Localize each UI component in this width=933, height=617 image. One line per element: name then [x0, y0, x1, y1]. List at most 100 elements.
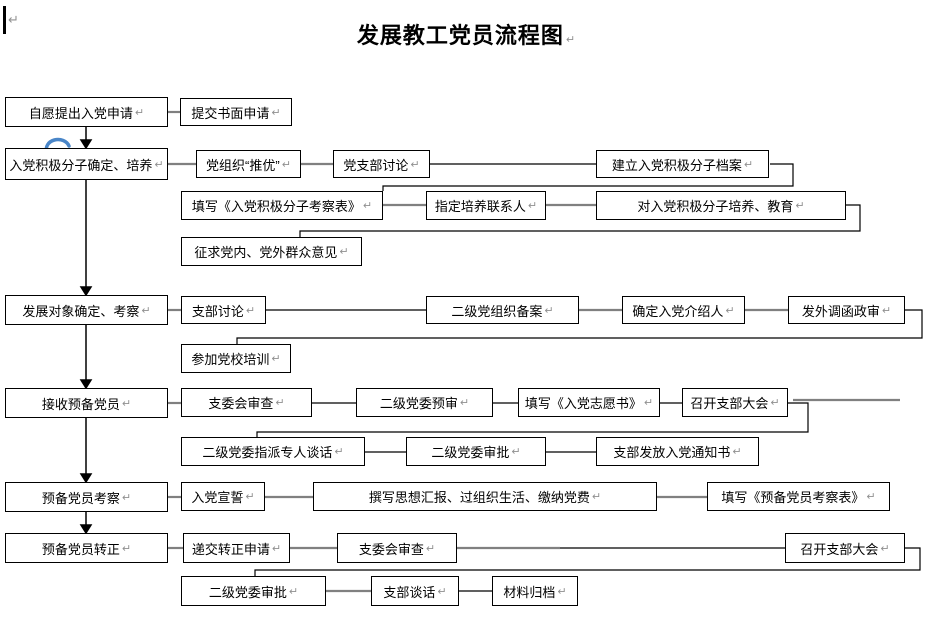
node-label: 材料归档 [503, 584, 556, 600]
node-label: 二级党委审批 [431, 445, 510, 460]
paragraph-mark: ↵ [527, 200, 538, 212]
node-party-school-training: 参加党校培训↵ [181, 344, 291, 373]
paragraph-mark: ↵ [591, 491, 602, 503]
node-label: 二级党委指派专人谈话 [202, 445, 333, 460]
paragraph-mark: ↵ [544, 304, 554, 317]
paragraph-mark: ↵ [511, 446, 521, 458]
node-branch-discussion-2: 支部讨论↵ [181, 296, 266, 324]
node-submit-confirmation-application: 递交转正申请↵ [183, 533, 290, 563]
stage-probationary-inspection: 预备党员考察↵ [5, 482, 168, 512]
node-establish-activist-file: 建立入党积极分子档案↵ [596, 150, 769, 178]
paragraph-mark: ↵ [565, 34, 577, 46]
node-solicit-opinions: 征求党内、党外群众意见↵ [181, 237, 362, 266]
stage-voluntary-application: 自愿提出入党申请↵ [5, 97, 168, 127]
paragraph-mark: ↵ [141, 304, 151, 317]
node-secondary-committee-approval: 二级党委审批↵ [406, 437, 546, 466]
node-label: 党组织“推优” [206, 157, 280, 173]
paragraph-mark: ↵ [743, 158, 754, 171]
node-fill-activist-form: 填写《入党积极分子考察表》↵ [181, 191, 383, 220]
node-issue-admission-notice: 支部发放入党通知书↵ [596, 437, 759, 466]
paragraph-mark: ↵ [770, 397, 780, 409]
routing-lines [236, 163, 923, 592]
paragraph-mark: ↵ [410, 158, 420, 171]
stage-activist-determination: 入党积极分子确定、培养↵ [5, 148, 168, 180]
paragraph-mark: ↵ [643, 397, 654, 409]
node-appointed-talk: 二级党委指派专人谈话↵ [181, 437, 365, 466]
node-label: 支部讨论 [191, 303, 244, 319]
node-label: 发展对象确定、考察 [22, 303, 140, 319]
node-label: 支委会审查 [358, 541, 424, 557]
node-label: 参加党校培训 [191, 352, 270, 367]
node-oath: 入党宣誓↵ [181, 482, 265, 511]
paragraph-mark: ↵ [275, 397, 285, 409]
node-fill-application-form: 填写《入党志愿书》↵ [518, 388, 660, 417]
node-branch-general-meeting: 召开支部大会↵ [682, 388, 788, 417]
paragraph-mark: ↵ [437, 585, 447, 598]
paragraph-mark: ↵ [121, 397, 132, 410]
node-label: 支部谈话 [383, 584, 436, 600]
paragraph-mark: ↵ [245, 304, 256, 317]
node-label: 预备党员转正 [41, 541, 120, 557]
paragraph-mark: ↵ [271, 353, 281, 365]
node-label: 召开支部大会 [690, 396, 769, 411]
node-secondary-committee-approval-2: 二级党委审批↵ [181, 576, 326, 606]
node-label: 指定培养联系人 [434, 199, 526, 214]
paragraph-mark: ↵ [557, 585, 567, 598]
node-label: 撰写思想汇报、过组织生活、缴纳党费 [368, 490, 590, 505]
paragraph-mark: ↵ [8, 12, 19, 27]
node-label: 二级党委预审 [379, 396, 458, 411]
node-branch-talk: 支部谈话↵ [371, 576, 459, 606]
node-label: 入党积极分子确定、培养 [9, 157, 153, 173]
paragraph-mark: ↵ [334, 446, 344, 458]
node-label: 党支部讨论 [343, 157, 409, 173]
node-secondary-committee-filing: 二级党组织备案↵ [426, 296, 579, 324]
node-label: 支委会审查 [208, 396, 274, 411]
node-branch-committee-review-2: 支委会审查↵ [337, 533, 457, 563]
node-secondary-committee-preview: 二级党委预审↵ [356, 388, 493, 417]
paragraph-mark: ↵ [362, 200, 373, 212]
paragraph-mark: ↵ [288, 585, 299, 598]
paragraph-mark: ↵ [154, 158, 164, 171]
paragraph-mark: ↵ [121, 542, 132, 555]
node-external-political-review: 发外调函政审↵ [788, 296, 905, 324]
node-label: 支部发放入党通知书 [613, 445, 731, 460]
paragraph-mark: ↵ [866, 491, 876, 503]
node-archive-materials: 材料归档↵ [492, 576, 578, 606]
paragraph-mark: ↵ [732, 446, 742, 458]
node-cultivate-educate-activists: 对入党积极分子培养、教育↵ [596, 191, 846, 220]
stage-accept-probationary: 接收预备党员↵ [5, 388, 168, 418]
node-label: 自愿提出入党申请 [28, 105, 133, 121]
node-label: 填写《入党积极分子考察表》 [191, 199, 361, 214]
node-label: 提交书面申请 [191, 105, 270, 121]
node-fill-probationary-form: 填写《预备党员考察表》↵ [707, 482, 890, 511]
stage-flow-arrows [79, 127, 93, 535]
node-confirm-introducers: 确定入党介绍人↵ [622, 296, 745, 324]
short-connectors [168, 110, 900, 593]
node-label: 召开支部大会 [800, 541, 879, 557]
node-label: 发外调函政审 [801, 303, 880, 319]
paragraph-mark: ↵ [339, 246, 349, 258]
node-party-org-recommendation: 党组织“推优”↵ [196, 150, 301, 178]
stage-confirmation: 预备党员转正↵ [5, 533, 168, 563]
paragraph-mark: ↵ [425, 542, 436, 555]
node-label: 入党宣誓 [191, 490, 244, 505]
paragraph-mark: ↵ [271, 542, 282, 555]
node-thought-reports: 撰写思想汇报、过组织生活、缴纳党费↵ [313, 482, 657, 511]
paragraph-mark: ↵ [880, 542, 890, 555]
node-label: 预备党员考察 [41, 490, 120, 506]
paragraph-mark: ↵ [271, 106, 281, 119]
page-title: 发展教工党员流程图↵ [0, 18, 933, 50]
paragraph-mark: ↵ [795, 200, 805, 212]
paragraph-mark: ↵ [459, 397, 470, 409]
paragraph-mark: ↵ [281, 158, 291, 171]
node-label: 二级党组织备案 [451, 303, 543, 319]
node-label: 填写《入党志愿书》 [524, 396, 642, 411]
paragraph-mark: ↵ [245, 491, 255, 503]
node-branch-committee-review: 支委会审查↵ [181, 388, 312, 417]
paragraph-mark: ↵ [121, 491, 132, 504]
node-label: 对入党积极分子培养、教育 [637, 199, 794, 214]
node-label: 递交转正申请 [191, 541, 270, 557]
page-title-text: 发展教工党员流程图 [356, 23, 564, 48]
stage-development-object: 发展对象确定、考察↵ [5, 295, 168, 325]
